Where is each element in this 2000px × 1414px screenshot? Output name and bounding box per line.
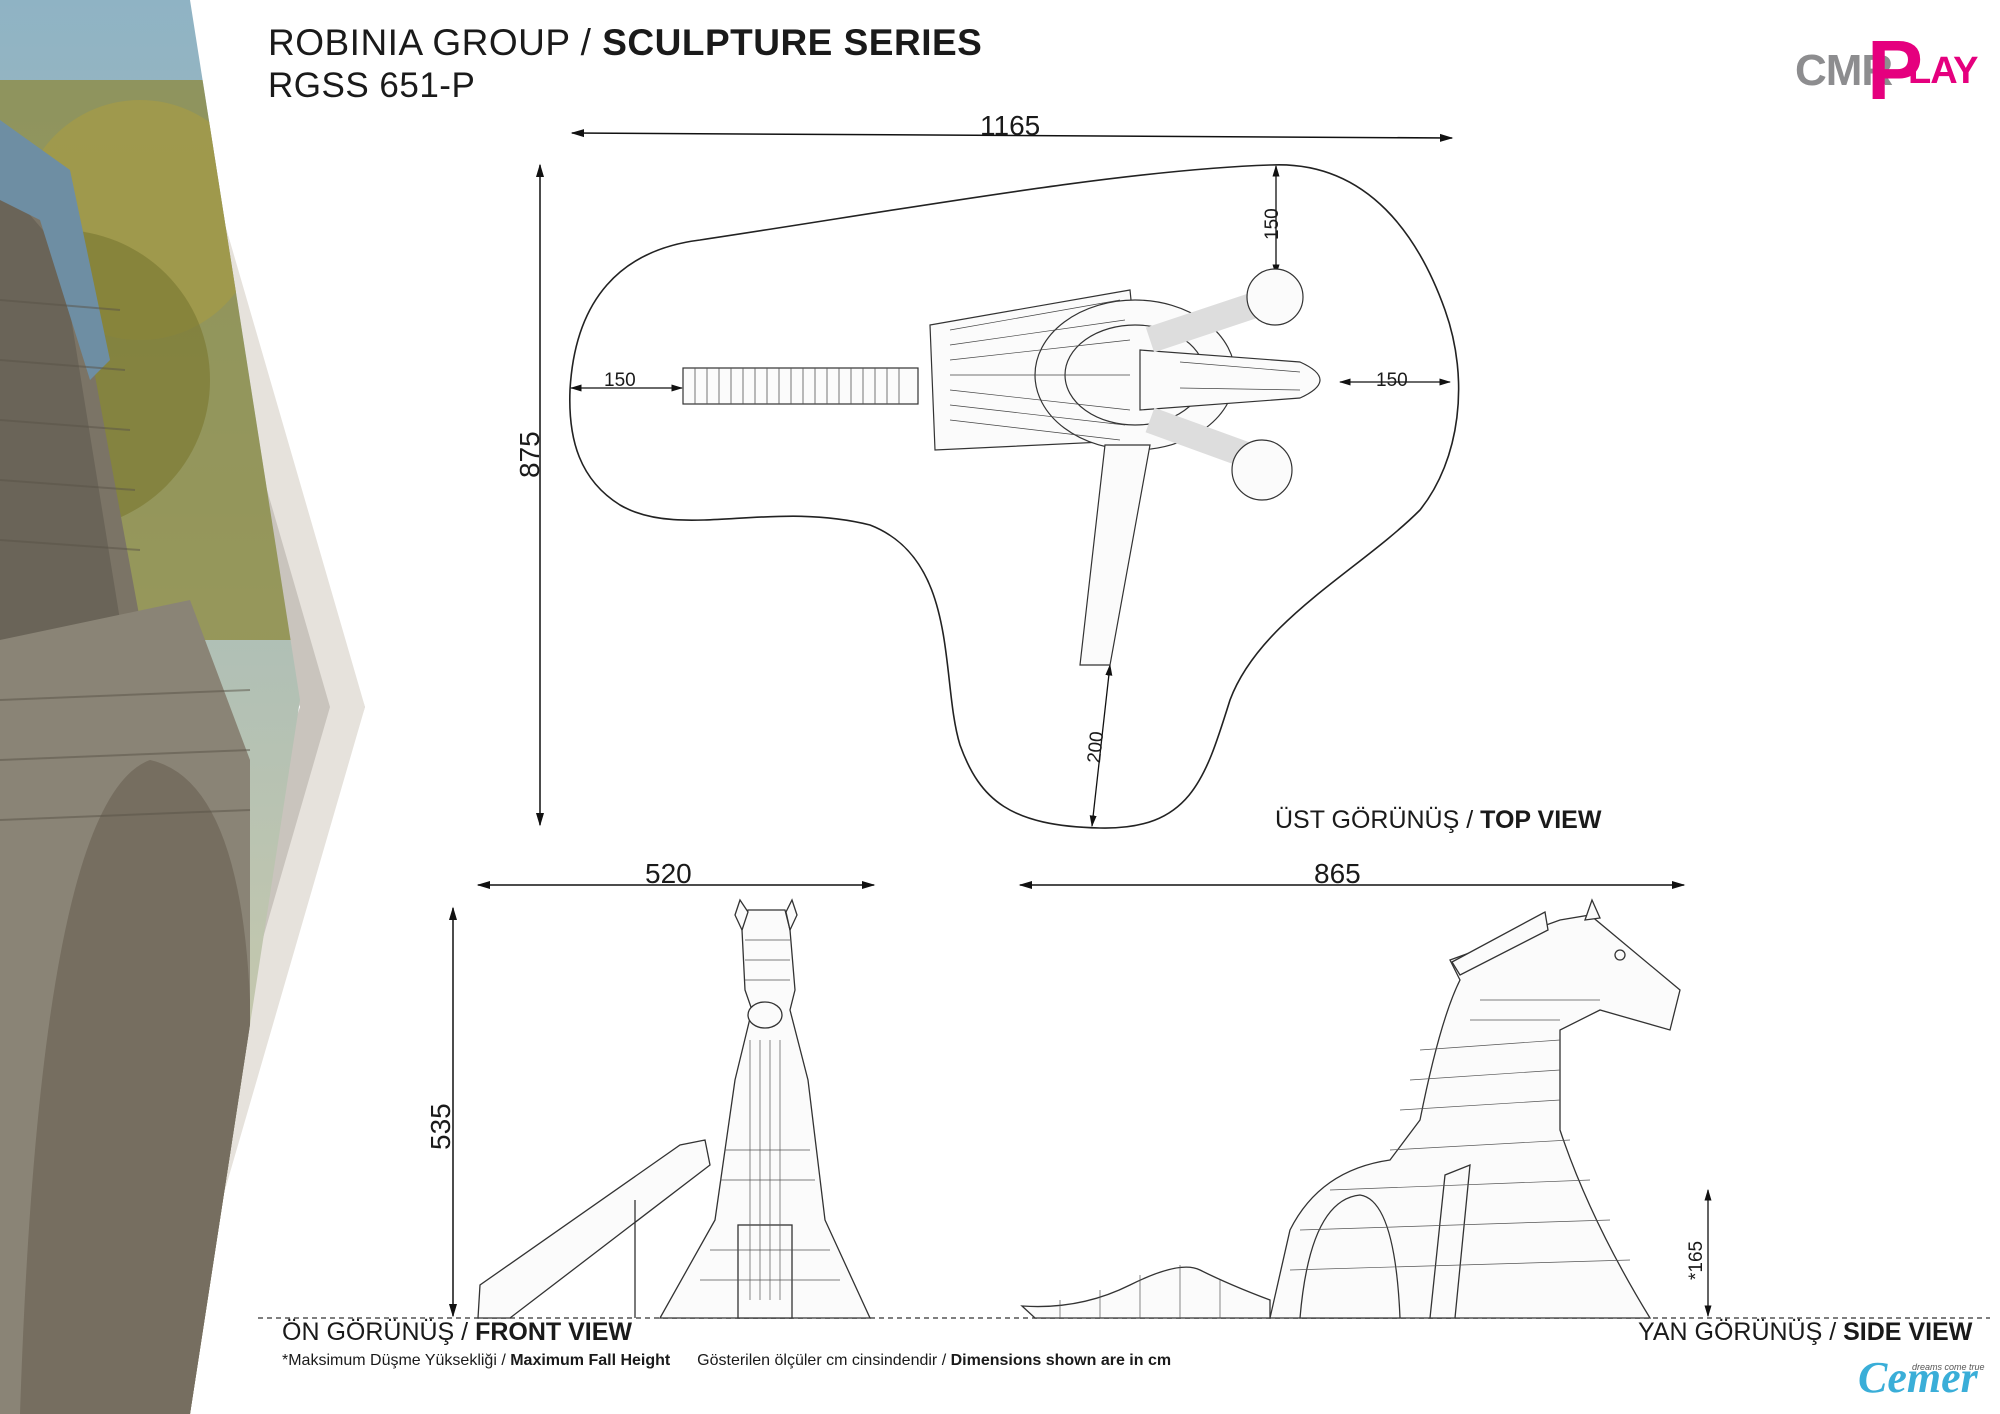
safety-zone-outline	[568, 164, 1460, 829]
front-view-label-tr: ÖN GÖRÜNÜŞ /	[282, 1318, 476, 1346]
top-view-equipment	[682, 268, 1321, 666]
dim-top-width: 1165	[980, 110, 1041, 141]
footnote-units-en: Dimensions shown are in cm	[950, 1352, 1172, 1369]
series-name: SCULPTURE SERIES	[602, 22, 983, 63]
page-title: ROBINIA GROUP / SCULPTURE SERIES	[268, 22, 982, 64]
footnote-fall-tr: *Maksimum Düşme Yüksekliği /	[282, 1352, 511, 1369]
top-view-label: ÜST GÖRÜNÜŞ / TOP VIEW	[1275, 806, 1601, 835]
dim-clear-top: 150	[1262, 208, 1283, 240]
front-view-label-en: FRONT VIEW	[475, 1318, 633, 1346]
dim-clear-left: 150	[604, 370, 636, 391]
play-logo-text: LAY	[1908, 50, 1979, 92]
top-view-label-en: TOP VIEW	[1480, 806, 1602, 834]
dim-top-depth: 875	[514, 431, 545, 478]
top-view-label-tr: ÜST GÖRÜNÜŞ /	[1275, 806, 1481, 834]
dim-clear-slide: 200	[1084, 730, 1109, 765]
side-view-label: YAN GÖRÜNÜŞ / SIDE VIEW	[1638, 1318, 1972, 1347]
dim-clear-right: 150	[1376, 370, 1408, 391]
play-logo-p: P	[1867, 23, 1924, 117]
footnote: *Maksimum Düşme Yüksekliği / Maximum Fal…	[282, 1352, 1171, 1370]
cmr-logo-text: CMR	[1795, 46, 1893, 95]
side-view-label-en: SIDE VIEW	[1843, 1318, 1973, 1346]
front-view-horse	[477, 898, 872, 1319]
dim-side-width: 865	[1314, 858, 1361, 889]
side-view-label-tr: YAN GÖRÜNÜŞ /	[1638, 1318, 1844, 1346]
footnote-units-tr: Gösterilen ölçüler cm cinsindendir /	[697, 1352, 951, 1369]
footnote-fall-en: Maximum Fall Height	[510, 1352, 671, 1369]
cemer-tagline: dreams come true	[1912, 1362, 1985, 1372]
group-name: ROBINIA GROUP /	[268, 22, 603, 63]
dim-fall-height: *165	[1686, 1240, 1707, 1280]
cemer-logo: Cemer	[1858, 1353, 1978, 1402]
product-photo	[0, 0, 365, 1414]
dim-front-height: 535	[425, 1103, 456, 1150]
model-code: RGSS 651-P	[268, 66, 476, 105]
front-view-label: ÖN GÖRÜNÜŞ / FRONT VIEW	[282, 1318, 632, 1347]
dim-front-width: 520	[645, 858, 692, 889]
side-view-horse	[1020, 898, 1681, 1319]
